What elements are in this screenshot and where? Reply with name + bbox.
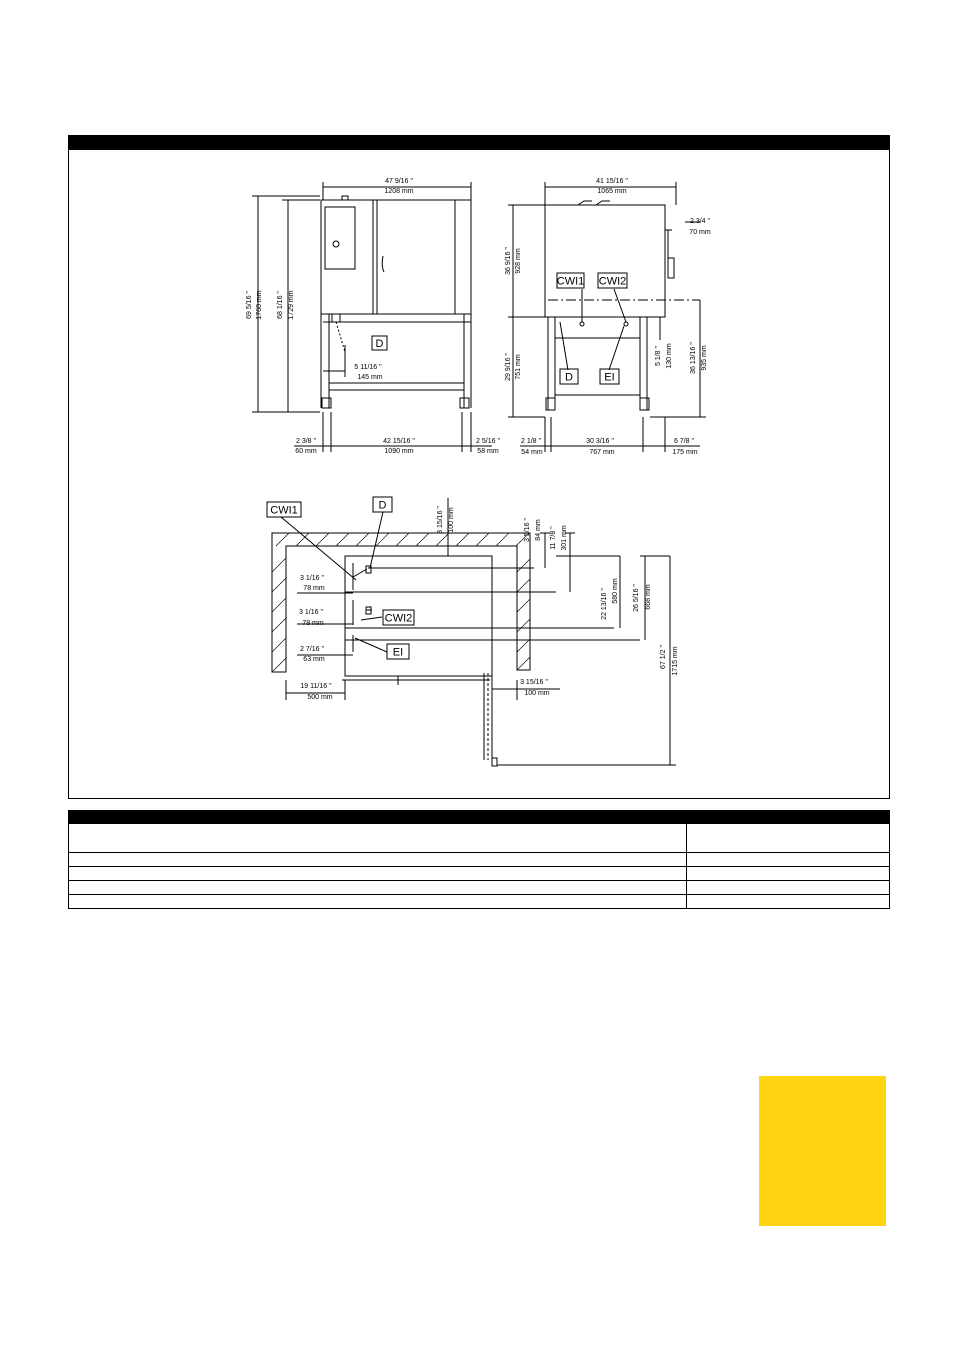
plan-v1-in: 22 13/16 " [601, 588, 608, 620]
front-center-mm: 1090 mm [384, 448, 413, 455]
table-row [69, 894, 889, 895]
side-right-height-in: 36 13/16 " [690, 342, 697, 374]
side-left-in: 2 1/8 " [521, 438, 542, 445]
side-label-cwi2: CWI2 [599, 276, 627, 288]
front-width-mm: 1208 mm [384, 188, 413, 195]
front-height-total-in: 69 5/16 " [246, 291, 253, 319]
front-height-body-mm: 1729 mm [288, 290, 295, 319]
spec-table-header [69, 811, 889, 824]
plan-bottom-left-in: 19 11/16 " [300, 683, 332, 690]
side-back-mm: 70 mm [689, 229, 711, 236]
side-label-d: D [565, 372, 573, 384]
plan-d3-in: 2 7/16 " [300, 646, 324, 653]
front-drain-offset-mm: 145 mm [357, 374, 382, 381]
plan-d2-mm: 78 mm [302, 620, 324, 627]
plan-r2-mm: 301 mm [561, 525, 568, 550]
drawing-panel [68, 135, 890, 799]
side-right-height-mm: 935 mm [701, 345, 708, 370]
side-right-in: 6 7/8 " [674, 438, 695, 445]
plan-label-ei: EI [393, 647, 403, 659]
plan-r1-mm: 84 mm [535, 519, 542, 541]
plan-top-in: 3 15/16 " [437, 506, 444, 534]
plan-bottom-left-mm: 500 mm [307, 694, 332, 701]
front-drain-offset-in: 5 11/16 " [354, 364, 382, 371]
side-center-mm: 767 mm [589, 449, 614, 456]
side-lower-in: 29 9/16 " [505, 353, 512, 381]
front-center-in: 42 15/16 " [383, 438, 415, 445]
table-row [69, 866, 889, 867]
front-height-body-in: 68 1/16 " [277, 291, 284, 319]
front-left-in: 2 3/8 " [296, 438, 317, 445]
plan-bottom-right-in: 3 15/16 " [520, 679, 548, 686]
side-label-cwi1: CWI1 [557, 276, 585, 288]
front-height-total-mm: 1760 mm [256, 290, 263, 319]
plan-label-cwi2: CWI2 [385, 613, 413, 625]
plan-view [266, 496, 676, 767]
table-row [69, 880, 889, 881]
plan-v3-mm: 1715 mm [672, 646, 679, 675]
side-conn-mm: 130 mm [666, 343, 673, 368]
plan-r2-in: 11 7/8 " [550, 526, 557, 550]
plan-v2-in: 26 5/16 " [633, 584, 640, 612]
side-conn-in: 5 1/8 " [655, 345, 662, 366]
table-row [69, 852, 889, 853]
plan-d1-mm: 78 mm [303, 585, 325, 592]
side-view [508, 182, 706, 452]
side-back-in: 2 3/4 " [690, 218, 711, 225]
drawing-panel-header [69, 136, 889, 150]
plan-v2-mm: 668 mm [645, 584, 652, 609]
plan-top-mm: 100 mm [448, 507, 455, 532]
side-left-mm: 54 mm [521, 449, 543, 456]
yellow-badge [759, 1076, 886, 1226]
plan-bottom-right-mm: 100 mm [524, 690, 549, 697]
front-label-d: D [376, 338, 384, 350]
side-lower-mm: 751 mm [515, 354, 522, 379]
front-width-in: 47 9/16 " [385, 178, 413, 185]
side-right-mm: 175 mm [672, 449, 697, 456]
plan-d3-mm: 63 mm [303, 656, 325, 663]
side-center-in: 30 3/16 " [586, 438, 614, 445]
plan-v3-in: 67 1/2 " [660, 645, 667, 669]
front-right-in: 2 5/16 " [476, 438, 500, 445]
plan-d2-in: 3 1/16 " [299, 609, 323, 616]
spec-column-divider [686, 824, 687, 909]
technical-drawing: 47 9/16 " 1208 mm 69 5/16 " 1760 mm 68 1… [246, 178, 711, 767]
front-left-mm: 60 mm [295, 448, 317, 455]
side-width-mm: 1065 mm [597, 188, 626, 195]
plan-r1-in: 3 5/16 " [524, 518, 531, 542]
plan-v1-mm: 580 mm [612, 578, 619, 603]
side-width-in: 41 15/16 " [596, 178, 628, 185]
spec-table [68, 810, 890, 909]
side-upper-mm: 928 mm [515, 248, 522, 273]
front-right-mm: 58 mm [477, 448, 499, 455]
plan-label-d: D [379, 500, 387, 512]
side-label-ei: EI [604, 372, 614, 384]
front-view [252, 182, 492, 452]
plan-d1-in: 3 1/16 " [300, 575, 324, 582]
side-upper-in: 36 9/16 " [505, 247, 512, 275]
plan-label-cwi1: CWI1 [270, 505, 298, 517]
